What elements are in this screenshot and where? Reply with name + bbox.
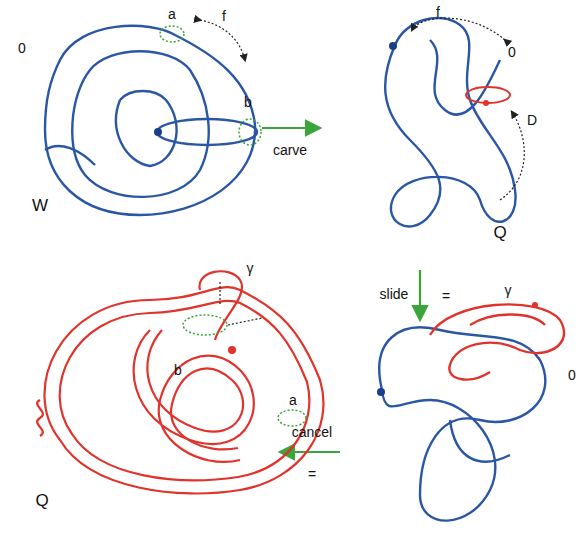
manifold-label: Q (33, 491, 50, 510)
move-label: carve (271, 142, 309, 158)
equality-sign: = (306, 466, 318, 482)
curve-label: a (287, 392, 299, 408)
handlebody-diagram (45, 26, 257, 215)
curve-label: b (172, 362, 184, 378)
manifold-label: Q (491, 223, 508, 242)
move-label: cancel (290, 424, 334, 440)
curve-label: γ (245, 260, 256, 276)
curve-label: γ (503, 282, 514, 298)
knot-diagram (385, 18, 515, 227)
disk-label: D (525, 112, 539, 128)
framing-label: 0 (566, 367, 578, 383)
manifold-label: W (30, 196, 50, 215)
equality-sign: = (440, 288, 452, 304)
curve-label: b (242, 94, 254, 110)
curve-label: a (166, 6, 178, 22)
map-label: f (220, 8, 228, 24)
framing-label: 0 (506, 44, 518, 60)
move-label: slide (378, 286, 411, 302)
map-label: f (434, 4, 442, 20)
framing-label: 0 (16, 40, 28, 56)
